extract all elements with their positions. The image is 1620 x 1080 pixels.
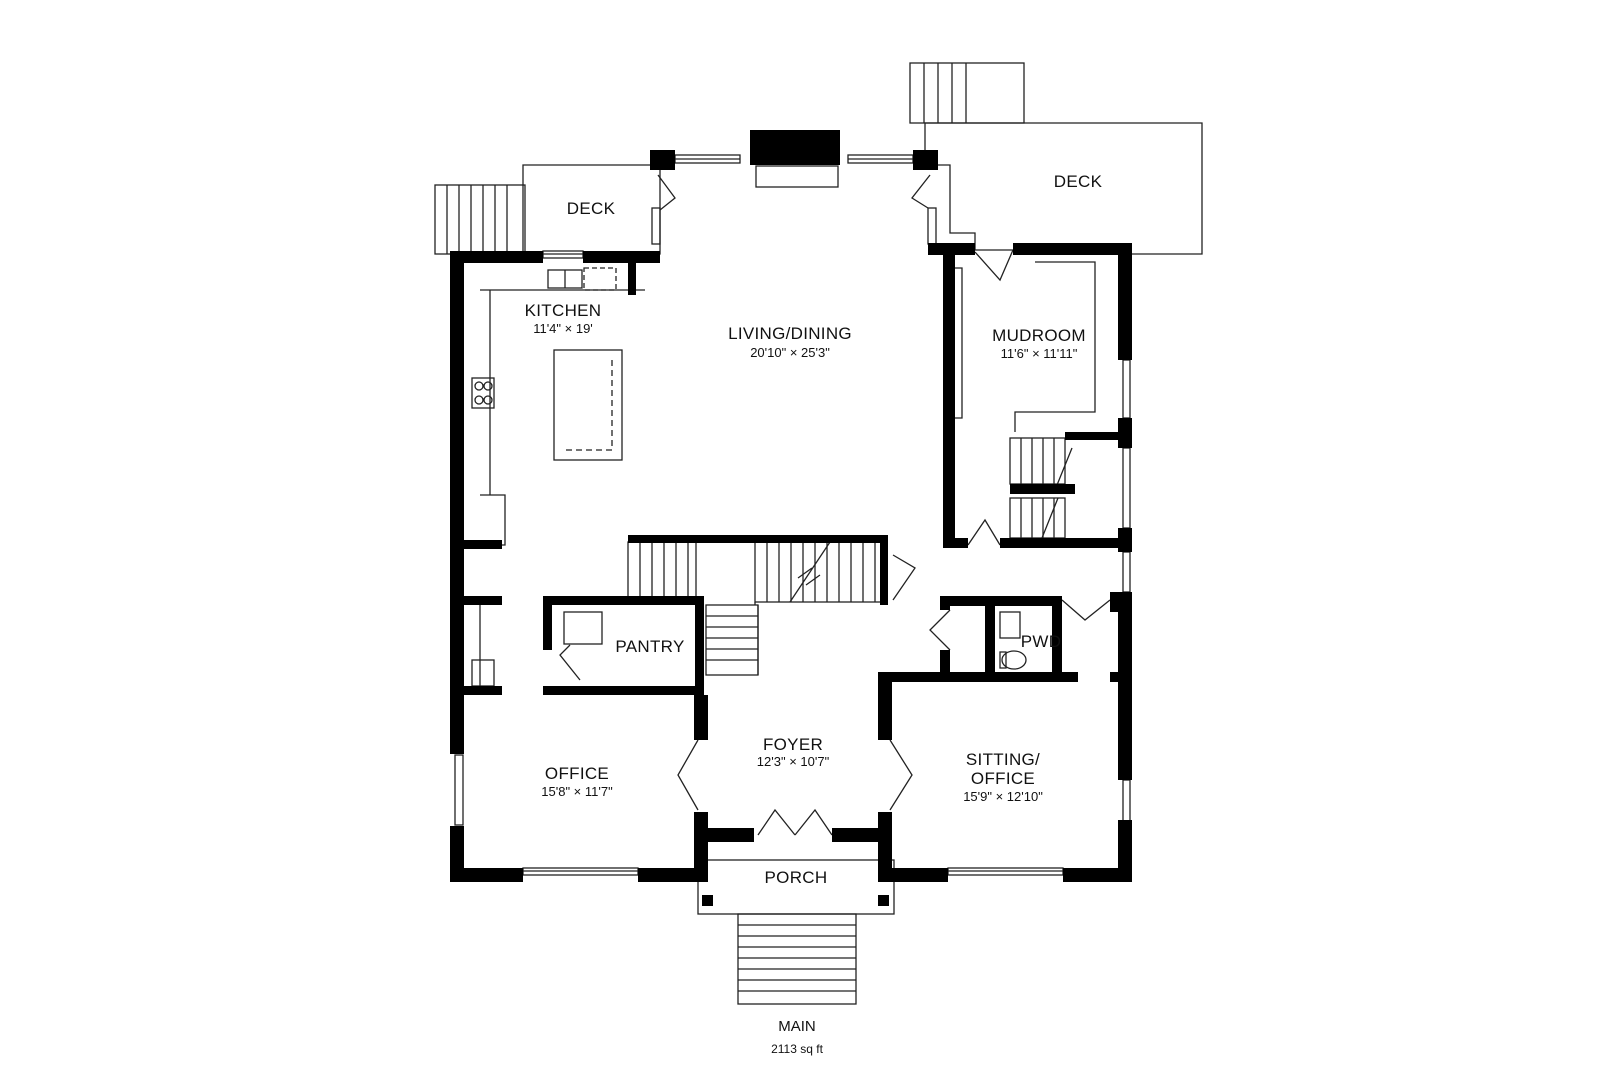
door-swing-sitting — [889, 739, 913, 811]
kitchen-island — [553, 349, 623, 461]
floor-area: 2113 sq ft — [771, 1042, 823, 1056]
wall-office-right-lower — [694, 812, 708, 882]
pantry-appliance — [563, 611, 603, 645]
mudroom-closet-line — [1014, 261, 1096, 432]
main-stair-left-run — [627, 541, 697, 603]
room-label-deck-left: DECK — [566, 199, 616, 218]
door-swing-mudroom — [974, 249, 1014, 282]
room-dims-kitchen: 11'4" × 19' — [533, 321, 593, 336]
toilet — [1001, 650, 1027, 670]
door-swing-mud-closet — [967, 518, 1001, 546]
stair-break-line — [789, 541, 831, 603]
wall-pantry-left — [543, 596, 552, 650]
porch-post-right — [878, 895, 889, 906]
room-label-office: OFFICE — [544, 764, 610, 783]
door-swing-stair — [892, 554, 916, 601]
mudroom-bench — [950, 267, 963, 419]
deck-left-stair-treads — [446, 185, 508, 254]
room-label-sitting-line2: OFFICE — [970, 769, 1036, 788]
pwd-vanity — [999, 611, 1021, 639]
door-swing-deck-right — [911, 174, 931, 209]
room-label-sitting: SITTING/ — [965, 750, 1041, 769]
thin-lines — [434, 62, 1203, 1005]
deck-right-stair-treads — [923, 63, 967, 123]
wall-pantry-top — [543, 596, 703, 605]
door-swing-office — [677, 739, 699, 811]
wall-bottom-sitting-left — [878, 868, 948, 882]
room-label-mudroom: MUDROOM — [992, 326, 1086, 345]
cooktop — [471, 377, 495, 409]
wall-kitchen-stub — [628, 263, 636, 295]
wall-exterior-right-upper — [1118, 250, 1132, 360]
door-swing-pwd — [1061, 599, 1111, 621]
door-swing-pantry — [559, 644, 581, 681]
wall-exterior-right-lower — [1118, 820, 1132, 882]
wall-top-right — [928, 243, 975, 255]
wall-mudroom-mid — [1010, 484, 1075, 494]
walls — [450, 130, 1132, 906]
bar-sink — [471, 659, 495, 687]
room-dims-foyer: 12'3" × 10'7" — [756, 754, 830, 769]
fireplace-hearth — [755, 165, 839, 188]
wall-pwd — [985, 596, 995, 676]
floor-title: MAIN — [778, 1018, 816, 1035]
stair-treads-b — [766, 542, 876, 602]
wall-exterior-left-upper — [450, 254, 464, 754]
door-swing-closet — [929, 609, 951, 651]
wall-bottom-office — [638, 868, 698, 882]
porch-post-left — [702, 895, 713, 906]
room-label-living: LIVING/DINING — [728, 324, 852, 343]
wall-sitting-top — [878, 672, 1078, 682]
door-swing-deck-left — [657, 174, 676, 211]
room-dims-living: 20'10" × 25'3" — [750, 345, 830, 360]
porch-stair-treads — [738, 924, 856, 992]
wall-porch-left — [694, 828, 754, 842]
wall-exterior-right-mid — [1118, 592, 1132, 780]
wall-pantry-bottom — [543, 686, 703, 695]
room-label-pwd: PWD — [1020, 632, 1062, 651]
main-stair-right-run — [754, 541, 888, 603]
wall-bottom-left — [450, 868, 523, 882]
wall-mudroom-bottom — [943, 538, 968, 548]
mudroom-stair-upper — [1009, 437, 1066, 485]
deck-left-stairs — [434, 184, 526, 255]
room-dims-office: 15'8" × 11'7" — [541, 784, 613, 799]
wall-stair-top — [628, 535, 888, 543]
wall-closet-top — [940, 596, 990, 606]
island-dashed — [562, 360, 613, 451]
fireplace — [750, 130, 840, 165]
stair-treads-c — [706, 615, 758, 661]
wall-porch-right — [832, 828, 892, 842]
mudroom-stair-lower — [1009, 497, 1066, 539]
stair-treads-a — [639, 542, 689, 602]
room-label-pantry: PANTRY — [615, 637, 685, 656]
deck-right-stairs — [909, 62, 1025, 124]
room-label-deck-right: DECK — [1053, 172, 1103, 191]
wall-sitting-left — [878, 672, 892, 740]
wall-mudroom-left — [943, 255, 955, 545]
dishwasher — [583, 267, 617, 291]
room-label-foyer: FOYER — [762, 735, 824, 754]
room-dims-sitting: 15'9" × 12'10" — [963, 789, 1043, 804]
room-label-kitchen: KITCHEN — [524, 301, 602, 320]
door-swing-front — [757, 808, 833, 836]
wall-pantry-right — [695, 596, 704, 695]
stair-treads-d — [1020, 438, 1055, 484]
porch-stairs — [737, 913, 857, 1005]
wall-sitting-left-lower — [878, 812, 892, 882]
wall-office-right — [694, 695, 708, 740]
wall-top-left-deck — [450, 251, 543, 263]
room-label-porch: PORCH — [764, 868, 828, 887]
stair-treads-e — [1020, 498, 1055, 538]
wall-bottom-sitting-right — [1063, 868, 1130, 882]
room-dims-mudroom: 11'6" × 11'11" — [1000, 346, 1078, 361]
